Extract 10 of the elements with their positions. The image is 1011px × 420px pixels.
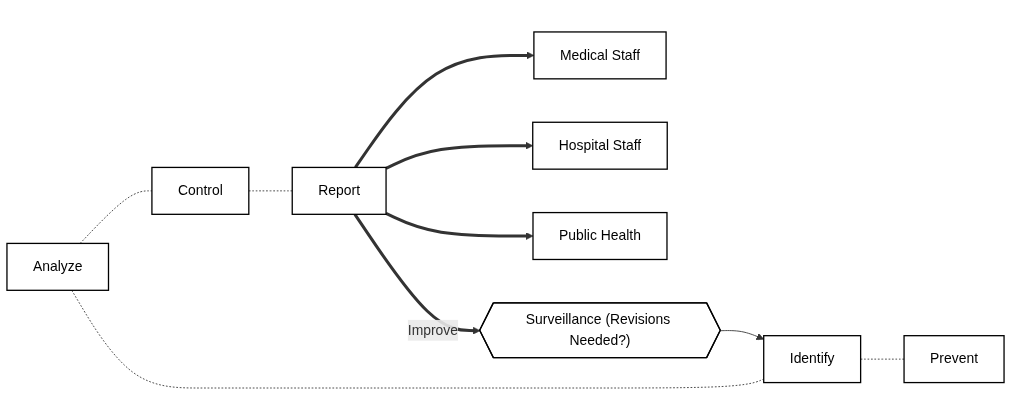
node-box: Report [291, 166, 387, 215]
node-box: Control [151, 166, 250, 215]
node-box: Hospital Staff [532, 121, 668, 170]
node-box: Public Health [532, 211, 668, 261]
node-box: Identify [763, 335, 862, 384]
edge-label: Improve [407, 322, 458, 338]
node-box: Medical Staff [533, 31, 667, 80]
arrow [353, 213, 481, 335]
node-box: Analyze [6, 242, 110, 291]
node-box: Prevent [903, 335, 1005, 384]
